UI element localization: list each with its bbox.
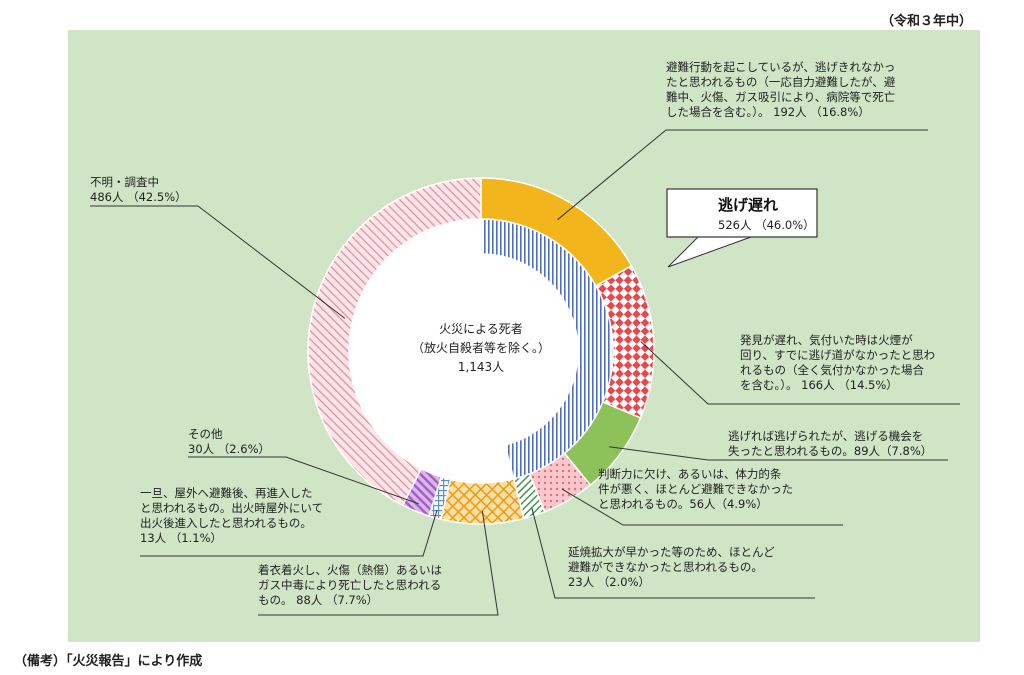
leader-line-reentry	[140, 509, 438, 557]
leader-line-unknown	[90, 205, 346, 319]
chart-panel: 火災による死者 （放火自殺者等を除く。） 1,143人 避難行動を起こしているが…	[68, 30, 980, 642]
slice-label-reentry-3: 13人 （1.1%）	[140, 531, 222, 545]
leader-line-other	[188, 456, 419, 505]
slice-label-rapid_spread-2: 23人 （2.0%）	[568, 575, 650, 589]
slice-label-unknown-0: 不明・調査中	[90, 175, 159, 189]
slice-label-judgment-2: と思われるもの。56人（4.9%）	[598, 497, 768, 511]
callout-box	[666, 188, 818, 238]
source-note: （備考）「火災報告」により作成	[14, 654, 203, 669]
slice-label-rapid_spread-0: 延焼拡大が早かった等のため、ほとんど	[568, 545, 775, 559]
slice-label-reentry-1: と思われるもの。出火時屋外にいて	[140, 501, 323, 515]
leader-line-missed_chance	[609, 446, 948, 461]
center-label-note: （放火自殺者等を除く。）	[412, 340, 550, 355]
slice-label-judgment-0: 判断力に欠け、あるいは、体力的条	[598, 467, 782, 481]
slice-label-clothing_fire-2: もの。 88人 （7.7%）	[258, 593, 378, 607]
callout-count: 526人 （46.0%）	[718, 218, 815, 232]
slice-label-reentry-2: 出火後進入したと思われるもの。	[140, 516, 312, 530]
center-label-title: 火災による死者	[439, 322, 523, 336]
slice-label-late_detect-1: 回り、すでに逃げ道がなかったと思わ	[740, 348, 935, 362]
slice-label-other-0: その他	[188, 427, 223, 441]
slice-label-reentry-0: 一旦、屋外へ避難後、再進入した	[140, 486, 313, 500]
slice-label-late_detect-0: 発見が遅れ、気付いた時は火煙が	[740, 333, 913, 347]
slice-label-evac_fail-1: たと思われるもの（一応自力避難したが、避	[666, 75, 896, 89]
outer-slice-clothing_fire	[440, 477, 525, 525]
slice-labels: 避難行動を起こしているが、逃げきれなかったと思われるもの（一応自力避難したが、避…	[90, 60, 935, 607]
leader-line-rapid_spread	[531, 507, 815, 599]
year-note: （令和３年中）	[880, 14, 972, 29]
center-hole	[383, 253, 579, 449]
slice-label-evac_fail-3: した場合を含む。）。 192人 （16.8%）	[666, 105, 870, 119]
slice-label-clothing_fire-1: ガス中毒により死亡したと思われる	[258, 578, 441, 592]
slice-label-evac_fail-0: 避難行動を起こしているが、逃げきれなかっ	[666, 60, 895, 74]
donut-chart: 火災による死者 （放火自殺者等を除く。） 1,143人 避難行動を起こしているが…	[90, 60, 960, 616]
center-label-total: 1,143人	[458, 360, 504, 374]
leader-line-evac_fail	[557, 129, 928, 221]
callout-title: 逃げ遅れ	[718, 196, 778, 214]
leader-line-late_detect	[640, 341, 960, 405]
slice-label-clothing_fire-0: 着衣着火し、火傷（熱傷）あるいは	[258, 563, 442, 577]
leader-lines	[90, 129, 960, 616]
slice-label-late_detect-3: を含む。）。 166人 （14.5%）	[740, 378, 898, 392]
slice-label-missed_chance-1: 失ったと思われるもの。89人（7.8%）	[728, 444, 932, 458]
leader-line-clothing_fire	[258, 510, 499, 616]
slice-label-judgment-1: 件が悪く、ほとんど避難できなかった	[598, 482, 793, 496]
slice-label-unknown-1: 486人 （42.5%）	[90, 190, 187, 204]
leader-line-judgment	[561, 488, 843, 526]
slice-label-late_detect-2: れるもの（全く気付かなかった場合	[740, 363, 924, 377]
slice-label-rapid_spread-1: 避難ができなかったと思われるもの。	[568, 560, 763, 574]
slice-label-evac_fail-2: 難中、火傷、ガス吸引により、病院等で死亡	[666, 90, 895, 104]
slice-label-missed_chance-0: 逃げれば逃げられたが、逃げる機会を	[728, 429, 923, 443]
slice-label-other-1: 30人 （2.6%）	[188, 442, 270, 456]
